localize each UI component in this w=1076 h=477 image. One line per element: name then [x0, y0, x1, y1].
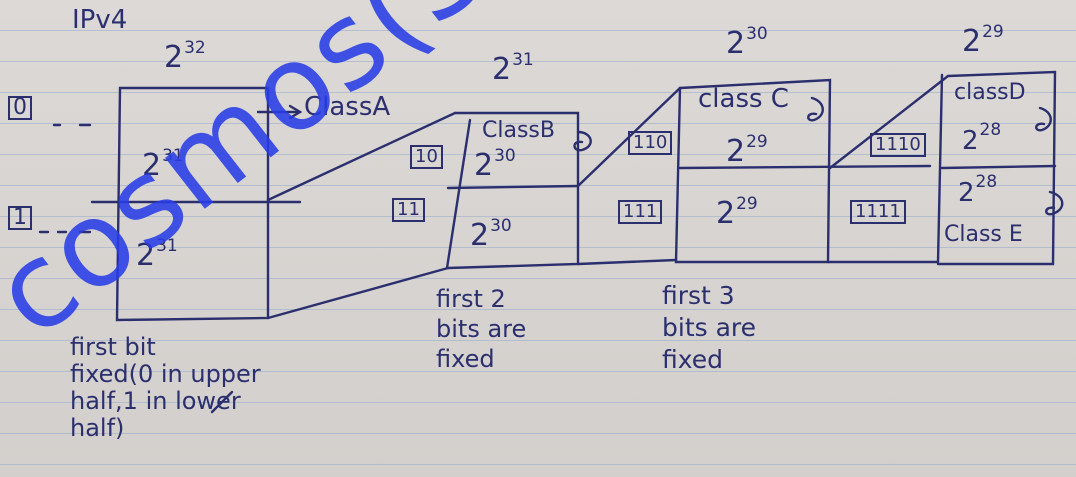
cell-b-upper: 230 — [474, 146, 516, 183]
bits-1111-box: 1111 — [850, 200, 906, 224]
cell-c-upper: 229 — [726, 132, 768, 169]
class-e-label: Class E — [944, 222, 1023, 247]
class-c-label: class C — [698, 84, 789, 114]
total-space-label: 232 — [164, 38, 206, 75]
cell-d-lower: 228 — [958, 172, 998, 208]
note-first-2-bits: first 2 bits are fixed — [436, 285, 527, 373]
top-label-d: 229 — [962, 22, 1004, 59]
cell-c-lower: 229 — [716, 194, 758, 231]
note-first-bit: first bit fixed(0 in upper half,1 in low… — [70, 333, 261, 442]
class-a-label: ClassA — [304, 92, 391, 122]
bit-one-box: 1 — [8, 206, 32, 230]
cell-b-lower: 230 — [470, 216, 512, 253]
cell-a-lower: 231 — [136, 236, 178, 273]
bits-110-box: 110 — [628, 131, 673, 155]
top-label-c: 230 — [726, 24, 768, 61]
bit-zero-box: 0 — [8, 96, 32, 120]
cell-d-upper: 228 — [962, 120, 1002, 156]
cell-a-upper: 231 — [142, 146, 184, 183]
note-first-3-bits: first 3 bits are fixed — [662, 281, 757, 374]
class-d-label: classD — [954, 80, 1026, 105]
top-label-b: 231 — [492, 50, 534, 87]
class-b-label: ClassB — [482, 118, 555, 143]
bits-10-box: 10 — [410, 145, 443, 169]
bits-111-box: 111 — [618, 200, 663, 224]
title-ipv4: IPv4 — [72, 5, 128, 35]
bits-11-box: 11 — [392, 198, 425, 222]
bits-1110-box: 1110 — [870, 133, 926, 157]
